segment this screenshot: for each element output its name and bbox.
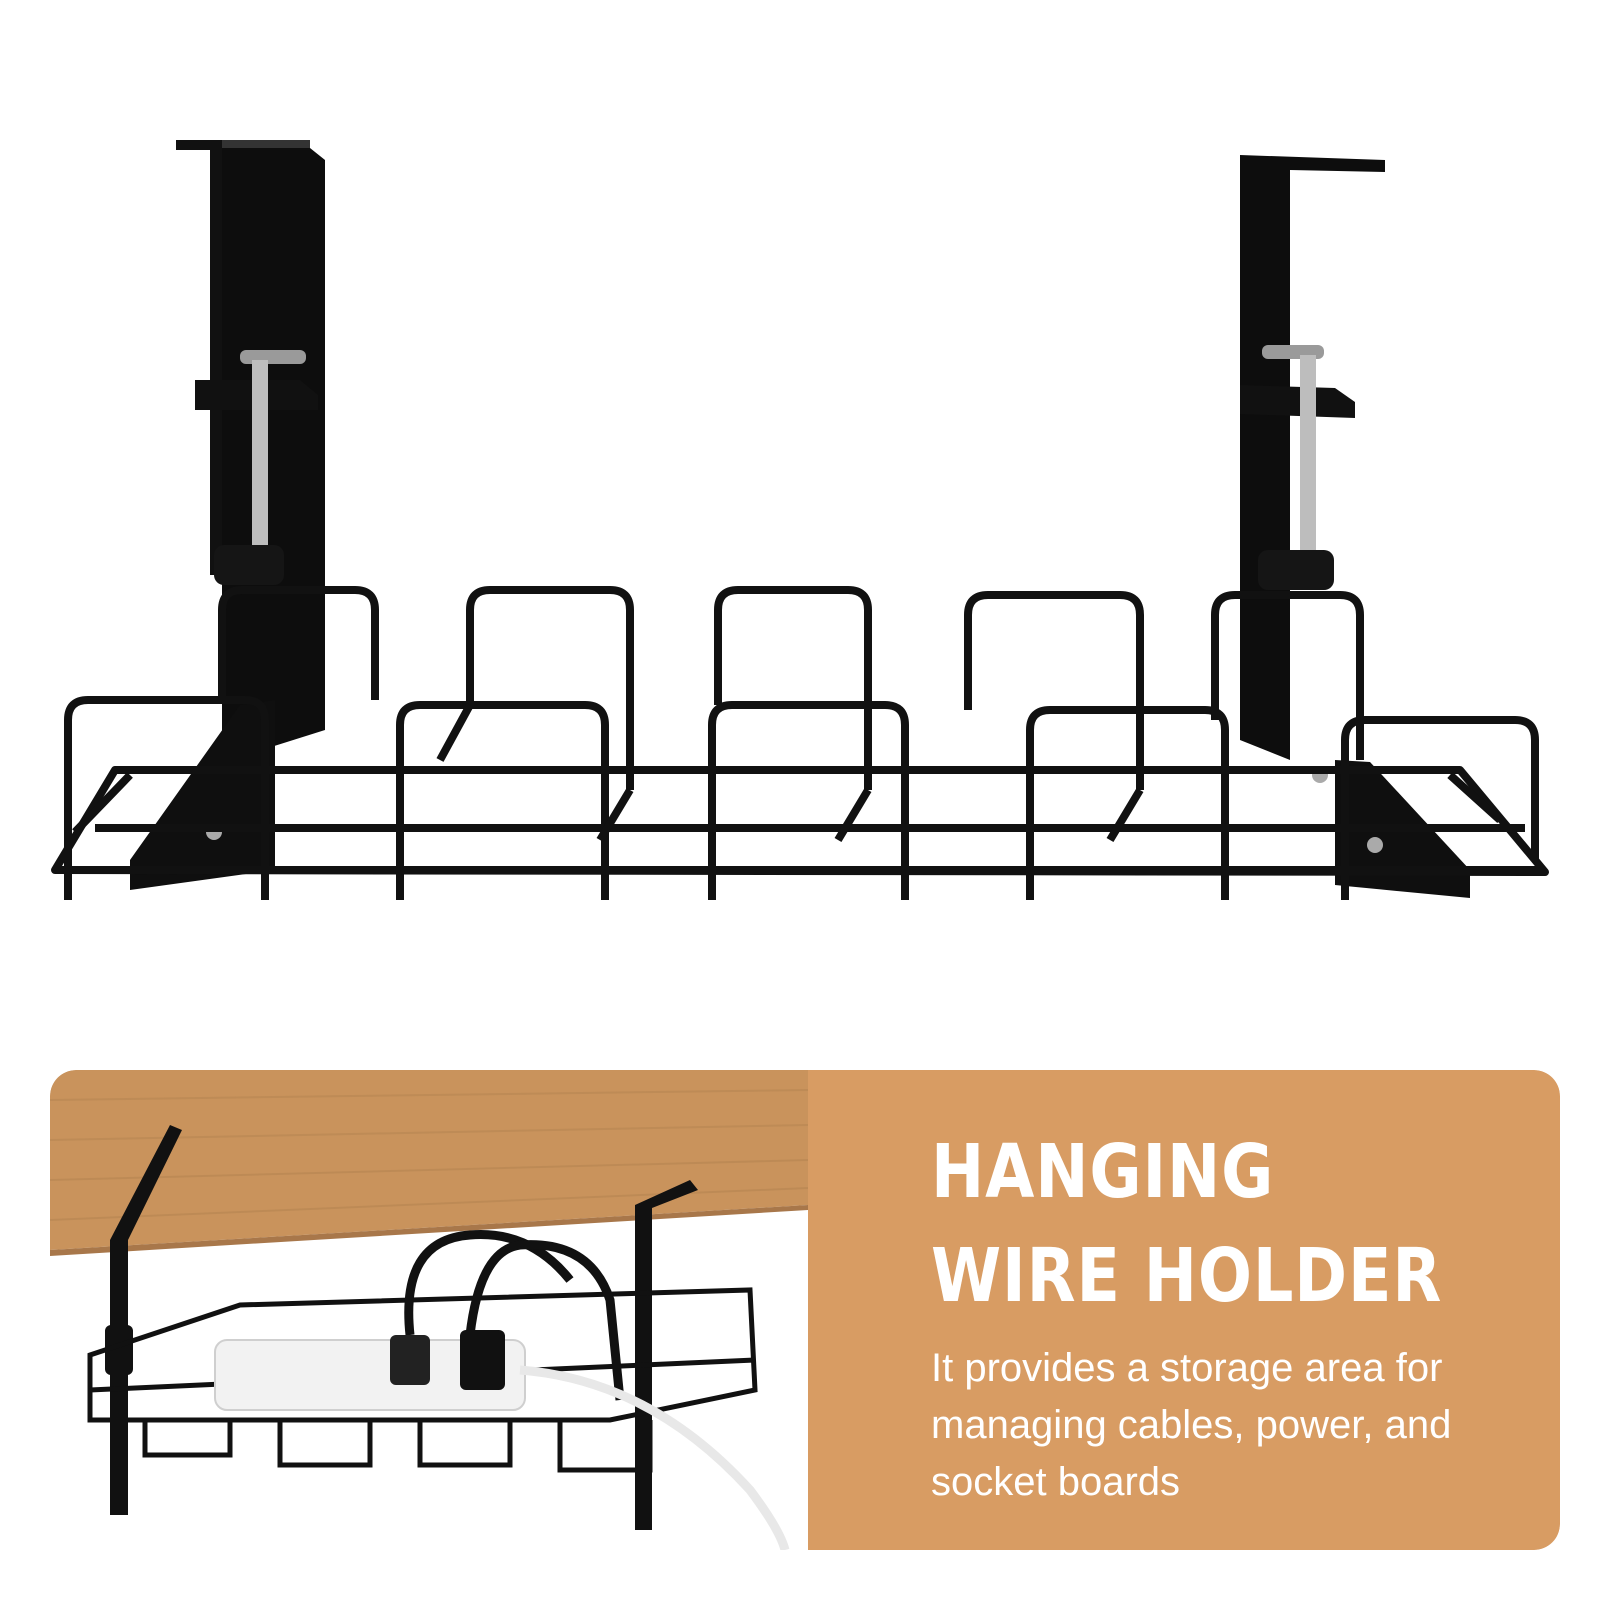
headline-line-1: HANGING: [931, 1129, 1275, 1215]
wire-basket-illustration: [51, 140, 1549, 900]
banner-description: It provides a storage area for managing …: [931, 1340, 1521, 1511]
feature-banner: HANGING WIRE HOLDER It provides a storag…: [50, 1070, 1560, 1550]
desk-mounted-tray-image: [50, 1070, 808, 1550]
description-line-3: socket boards: [931, 1460, 1181, 1504]
power-strip: [214, 1339, 526, 1411]
headline-line-2: WIRE HOLDER: [931, 1233, 1443, 1319]
right-clamp-bracket: [1240, 155, 1470, 898]
left-clamp-bracket: [130, 140, 325, 890]
description-line-1: It provides a storage area for: [931, 1346, 1443, 1390]
banner-text-panel: HANGING WIRE HOLDER It provides a storag…: [808, 1070, 1560, 1550]
power-cable: [404, 1230, 574, 1336]
wire-basket: [51, 586, 1549, 900]
product-hero-image: [51, 140, 1549, 900]
usage-photo: [50, 1070, 808, 1550]
banner-headline: HANGING WIRE HOLDER: [931, 1120, 1442, 1328]
description-line-2: managing cables, power, and: [931, 1403, 1452, 1447]
wooden-desk-top: [50, 1070, 808, 1250]
